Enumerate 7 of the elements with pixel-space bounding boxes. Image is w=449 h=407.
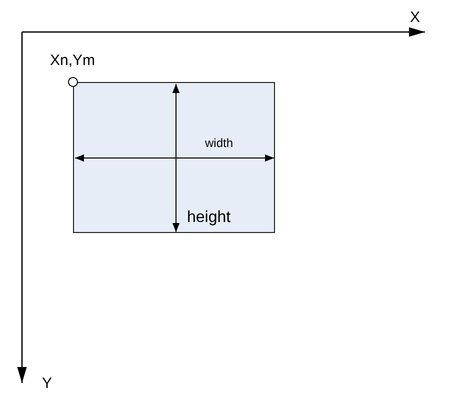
- axis-label: Y: [42, 376, 52, 391]
- rectangle: [73, 82, 275, 233]
- point-marker: [68, 77, 78, 87]
- coordinate-label: Xn,Ym: [50, 53, 96, 68]
- dimension-label: width: [205, 137, 234, 149]
- dimension-label: height: [187, 210, 231, 226]
- axis-label: X: [410, 10, 420, 25]
